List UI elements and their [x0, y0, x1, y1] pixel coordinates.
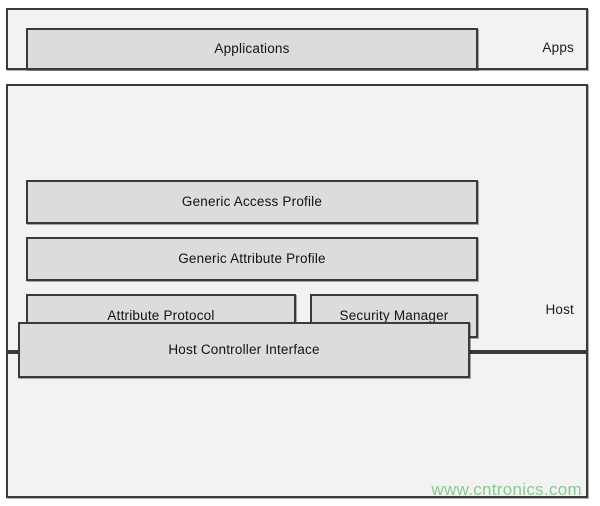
block-applications[interactable]: Applications: [26, 28, 478, 70]
tier-apps: Apps Applications: [6, 8, 588, 70]
block-applications-label: Applications: [214, 40, 290, 56]
tier-label-apps: Apps: [542, 40, 574, 55]
tier-label-host: Host: [545, 302, 574, 317]
block-generic-attribute-profile[interactable]: Generic Attribute Profile: [26, 237, 478, 281]
block-host-controller-interface[interactable]: Host Controller Interface: [18, 322, 470, 378]
block-host-controller-interface-label: Host Controller Interface: [168, 341, 320, 357]
block-generic-attribute-profile-label: Generic Attribute Profile: [178, 250, 326, 266]
tier-host: Host Generic Access Profile Generic Attr…: [6, 84, 588, 394]
block-generic-access-profile-label: Generic Access Profile: [181, 193, 323, 209]
block-generic-access-profile[interactable]: Generic Access Profile: [26, 180, 478, 224]
